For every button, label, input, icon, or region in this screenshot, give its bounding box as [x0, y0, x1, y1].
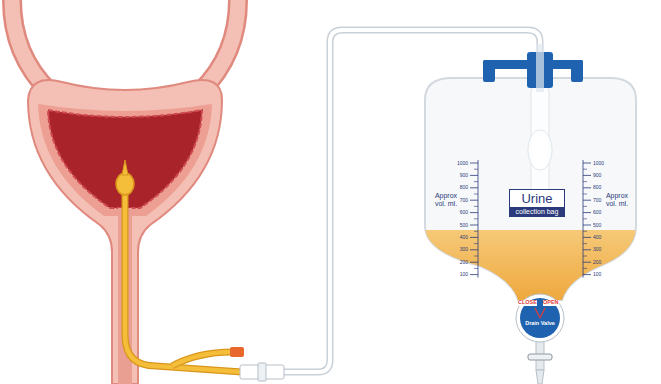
- ureter: [200, 0, 238, 92]
- scale-number: 700: [593, 198, 601, 203]
- drip-bulb: [528, 130, 552, 170]
- scale-minor-tick: [583, 243, 587, 244]
- scale-tick: [470, 249, 478, 250]
- valve-pointer: [535, 308, 545, 318]
- scale-number: 1000: [593, 161, 604, 166]
- scale-tick: [470, 175, 478, 176]
- scale-minor-tick: [474, 256, 478, 257]
- catheter: [125, 175, 242, 372]
- scale-tick: [470, 212, 478, 213]
- valve-position: OPEN: [543, 300, 559, 306]
- scale-number: 500: [593, 223, 601, 228]
- scale-ticks: [470, 160, 591, 278]
- scale-number: 200: [460, 260, 468, 265]
- scale-tick: [583, 274, 591, 275]
- scale-tick: [583, 187, 591, 188]
- scale-tick: [583, 262, 591, 263]
- scale-tick: [583, 249, 591, 250]
- scale-unit: Approx vol. ml.: [601, 192, 633, 208]
- drain-valve: CLOSE OPEN Drain Valve: [515, 293, 565, 343]
- scale-minor-tick: [583, 268, 587, 269]
- scale-number: 200: [593, 260, 601, 265]
- scale-tick: [583, 212, 591, 213]
- bag-label-box: Urinecollection bag: [509, 189, 566, 218]
- catheter-balloon: [116, 173, 134, 195]
- scale-number: 300: [593, 247, 601, 252]
- scale-number: 800: [460, 185, 468, 190]
- outlet-clamp: [528, 354, 552, 360]
- ureter-outline: [12, 0, 50, 92]
- catheter-tip: [122, 160, 128, 175]
- scale-tick: [470, 237, 478, 238]
- valve-ring: [516, 294, 564, 342]
- scale-number: 600: [593, 210, 601, 215]
- scale-number: 400: [593, 235, 601, 240]
- scale-minor-tick: [583, 181, 587, 182]
- scale-number: 500: [460, 223, 468, 228]
- scale-tick: [470, 200, 478, 201]
- scale-minor-tick: [474, 218, 478, 219]
- catheter-outline: [125, 175, 242, 372]
- scale-number: 900: [460, 173, 468, 178]
- scale-tick: [583, 163, 591, 164]
- outlet-tip: [536, 370, 544, 384]
- hanger-hook: [571, 60, 583, 82]
- scale-minor-tick: [583, 206, 587, 207]
- hanger-bar: [483, 60, 583, 69]
- scale-minor-tick: [583, 194, 587, 195]
- bag-subtitle: collection bag: [510, 207, 565, 217]
- scale-minor-tick: [474, 268, 478, 269]
- scale-tick: [470, 262, 478, 263]
- scale-minor-tick: [583, 231, 587, 232]
- scale-tick: [583, 200, 591, 201]
- scale-number: 100: [593, 272, 601, 277]
- scale-minor-tick: [474, 231, 478, 232]
- urine-fill: [420, 230, 640, 305]
- scale-minor-tick: [474, 169, 478, 170]
- scale-tick: [583, 175, 591, 176]
- connector-ring: [258, 363, 266, 381]
- ureter-outline: [200, 0, 238, 92]
- scale-number: 700: [460, 198, 468, 203]
- scale-line: [478, 160, 479, 278]
- scale-minor-tick: [474, 194, 478, 195]
- scale-tick: [583, 225, 591, 226]
- scale-minor-tick: [474, 243, 478, 244]
- scale-unit: Approx vol. ml.: [430, 192, 462, 208]
- scale-tick: [583, 237, 591, 238]
- scale-minor-tick: [583, 169, 587, 170]
- scale-tick: [470, 163, 478, 164]
- hanger-hook: [483, 60, 495, 82]
- scale-number: 600: [460, 210, 468, 215]
- scale-number: 400: [460, 235, 468, 240]
- catheter-port: [172, 352, 232, 366]
- valve-label: Drain Valve: [525, 321, 555, 327]
- scale-number: 1000: [457, 161, 468, 166]
- scale-number: 300: [460, 247, 468, 252]
- scale-minor-tick: [474, 206, 478, 207]
- scale-minor-tick: [583, 256, 587, 257]
- valve-position: CLOSE: [518, 300, 537, 306]
- scale-number: 800: [593, 185, 601, 190]
- bag-title: Urine: [510, 192, 565, 207]
- scale-line: [583, 160, 584, 278]
- scale-minor-tick: [474, 181, 478, 182]
- scale-tick: [470, 274, 478, 275]
- scale-tick: [470, 187, 478, 188]
- scale-minor-tick: [583, 218, 587, 219]
- ureter: [12, 0, 50, 92]
- port-cap: [230, 347, 244, 357]
- scale-number: 100: [460, 272, 468, 277]
- tube-inlet: [536, 44, 544, 92]
- catheter-port-outline: [172, 352, 232, 366]
- scale-number: 900: [593, 173, 601, 178]
- scale-tick: [470, 225, 478, 226]
- bladder-lumen: [48, 110, 202, 208]
